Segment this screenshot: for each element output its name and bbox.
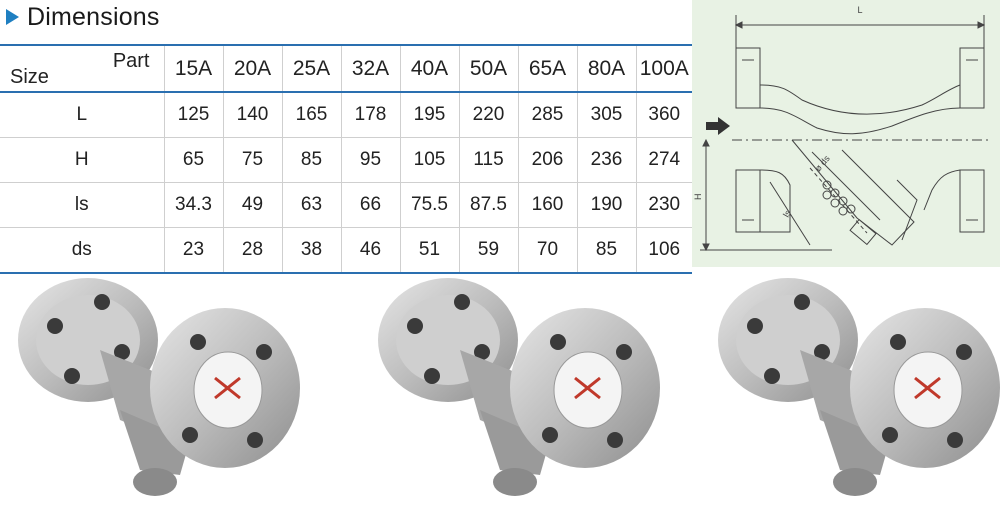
table-cell: 49 bbox=[222, 182, 283, 228]
table-cell: 63 bbox=[281, 182, 342, 228]
table-row: L 125 140 165 178 195 220 285 305 360 bbox=[0, 91, 692, 138]
table-cell: 38 bbox=[281, 227, 342, 274]
table-cell: 23 bbox=[163, 227, 224, 274]
table-cell: 85 bbox=[281, 137, 342, 183]
column-header: 100A bbox=[635, 44, 692, 93]
table-cell: 46 bbox=[340, 227, 401, 274]
table-cell: 106 bbox=[635, 227, 692, 274]
section-title: Dimensions bbox=[27, 2, 160, 31]
table-cell: 140 bbox=[222, 91, 283, 138]
column-header: 40A bbox=[399, 44, 460, 93]
row-label: ds bbox=[0, 227, 165, 274]
table-cell: 85 bbox=[576, 227, 637, 274]
play-triangle-icon bbox=[6, 9, 19, 25]
flow-arrow-icon bbox=[706, 117, 730, 135]
product-photo bbox=[710, 270, 1000, 500]
table-cell: 75.5 bbox=[399, 182, 460, 228]
table-header-row: Part Size 15A 20A 25A 32A 40A 50A 65A 80… bbox=[0, 44, 692, 93]
table-cell: 65 bbox=[163, 137, 224, 183]
product-photo bbox=[10, 270, 300, 500]
drawing-label-H: H bbox=[693, 194, 703, 201]
table-cell: 105 bbox=[399, 137, 460, 183]
table-row: H 65 75 85 95 105 115 206 236 274 bbox=[0, 137, 692, 183]
column-header: 25A bbox=[281, 44, 342, 93]
table-cell: 28 bbox=[222, 227, 283, 274]
table-corner-cell: Part Size bbox=[0, 44, 165, 93]
y-strainer-valve-image bbox=[718, 278, 1000, 496]
product-photo bbox=[370, 270, 660, 500]
table-cell: 59 bbox=[458, 227, 519, 274]
table-cell: 34.3 bbox=[163, 182, 224, 228]
product-photos bbox=[0, 270, 1000, 500]
row-label: L bbox=[0, 91, 165, 138]
table-cell: 87.5 bbox=[458, 182, 519, 228]
table-row: ds 23 28 38 46 51 59 70 85 106 bbox=[0, 227, 692, 274]
column-header: 65A bbox=[517, 44, 578, 93]
table-cell: 165 bbox=[281, 91, 342, 138]
table-cell: 220 bbox=[458, 91, 519, 138]
table-cell: 190 bbox=[576, 182, 637, 228]
y-strainer-section-drawing: L H ls ø ds bbox=[693, 5, 988, 252]
y-strainer-valve-image bbox=[18, 278, 300, 496]
table-cell: 115 bbox=[458, 137, 519, 183]
column-header: 20A bbox=[222, 44, 283, 93]
table-cell: 75 bbox=[222, 137, 283, 183]
column-header: 50A bbox=[458, 44, 519, 93]
table-cell: 230 bbox=[635, 182, 692, 228]
column-header: 80A bbox=[576, 44, 637, 93]
table-cell: 285 bbox=[517, 91, 578, 138]
table-cell: 236 bbox=[576, 137, 637, 183]
table-cell: 305 bbox=[576, 91, 637, 138]
table-cell: 66 bbox=[340, 182, 401, 228]
table-cell: 95 bbox=[340, 137, 401, 183]
table-cell: 274 bbox=[635, 137, 692, 183]
table-row: ls 34.3 49 63 66 75.5 87.5 160 190 230 bbox=[0, 182, 692, 228]
drawing-label-ls: ls bbox=[781, 208, 793, 219]
column-header: 15A bbox=[163, 44, 224, 93]
section-heading: Dimensions bbox=[6, 2, 160, 32]
table-cell: 360 bbox=[635, 91, 692, 138]
table-cell: 160 bbox=[517, 182, 578, 228]
table-cell: 206 bbox=[517, 137, 578, 183]
table-cell: 51 bbox=[399, 227, 460, 274]
row-label: ls bbox=[0, 182, 165, 228]
corner-part-label: Part bbox=[112, 50, 150, 72]
drawing-label-L: L bbox=[857, 5, 862, 15]
dimensions-table: Part Size 15A 20A 25A 32A 40A 50A 65A 80… bbox=[0, 44, 692, 274]
table-cell: 70 bbox=[517, 227, 578, 274]
table-cell: 125 bbox=[163, 91, 224, 138]
technical-drawing: L H ls ø ds bbox=[692, 0, 1000, 267]
table-cell: 178 bbox=[340, 91, 401, 138]
corner-size-label: Size bbox=[10, 66, 49, 88]
row-label: H bbox=[0, 137, 165, 183]
y-strainer-valve-image bbox=[378, 278, 660, 496]
column-header: 32A bbox=[340, 44, 401, 93]
table-cell: 195 bbox=[399, 91, 460, 138]
